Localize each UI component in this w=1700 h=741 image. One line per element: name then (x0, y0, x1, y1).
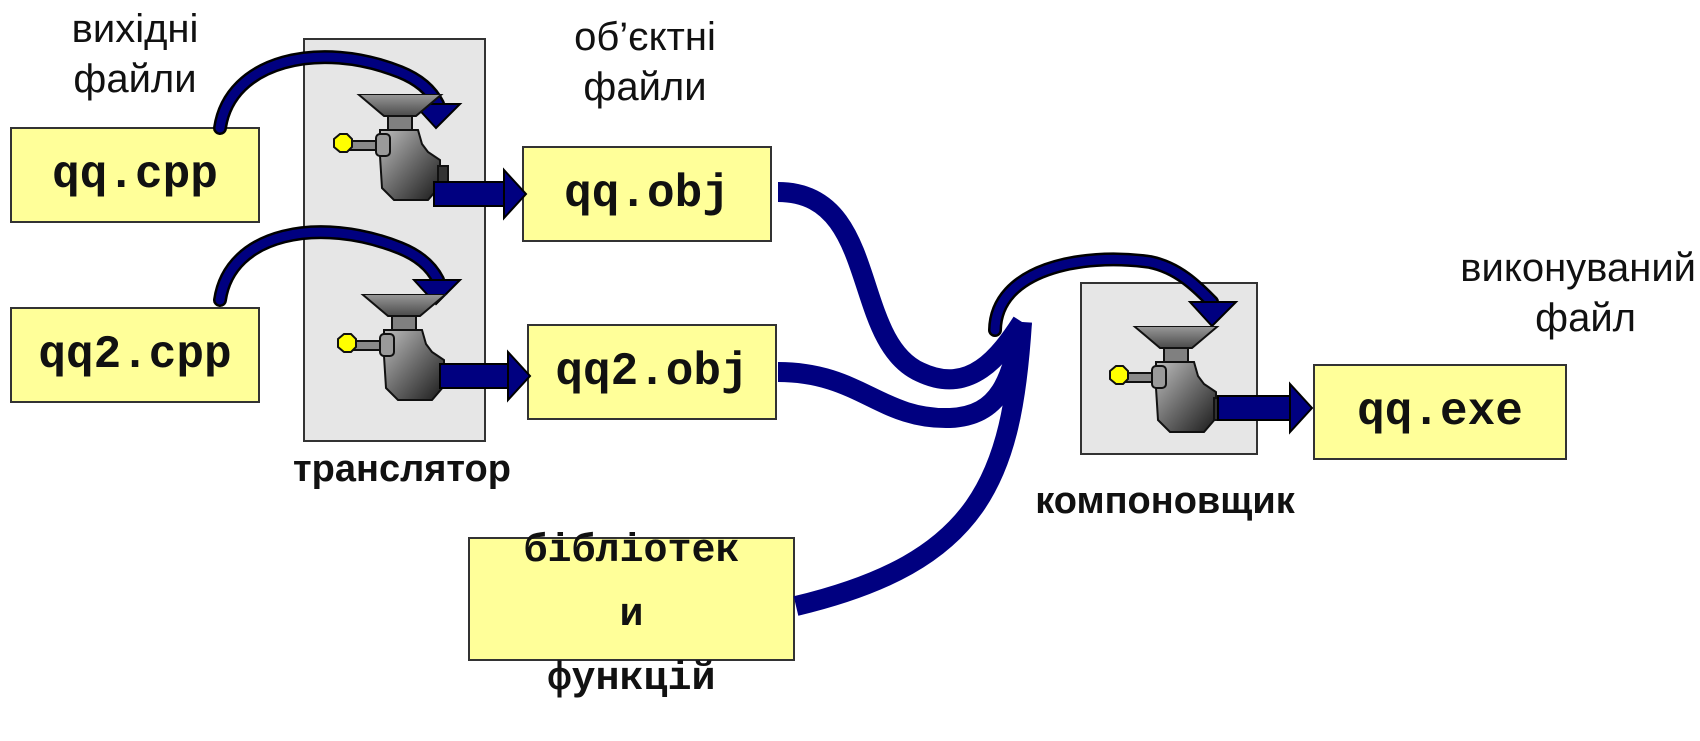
output-arrow-1 (433, 167, 528, 221)
object-files-caption-line-1: об’єктні (574, 15, 716, 59)
library-label: бібліотек и функцій (468, 520, 795, 712)
source-files-caption: вихідні файли (40, 4, 230, 104)
executable-caption-line-1: виконуваний (1460, 246, 1696, 290)
linker-caption: компоновщик (1035, 480, 1295, 522)
library-label-line-1: бібліотек (523, 529, 740, 574)
executable-file-box: qq.exe (1313, 364, 1567, 460)
translate-arrow-1 (213, 50, 463, 135)
object-file-box-2: qq2.obj (527, 324, 777, 420)
source-files-caption-line-1: вихідні (71, 7, 199, 51)
executable-caption: виконуваний файл (1298, 243, 1696, 343)
object-files-caption-line-2: файли (583, 65, 707, 109)
object-files-caption: об’єктні файли (545, 12, 745, 112)
object-file-label-1: qq.obj (564, 168, 730, 220)
source-file-label-1: qq.cpp (52, 149, 218, 201)
library-label-line-3: функцій (547, 657, 716, 702)
object-file-box-1: qq.obj (522, 146, 772, 242)
object-file-label-2: qq2.obj (555, 346, 749, 398)
translator-caption: транслятор (293, 448, 511, 490)
source-files-caption-line-2: файли (73, 57, 197, 101)
source-file-box-1: qq.cpp (10, 127, 260, 223)
source-file-label-2: qq2.cpp (38, 329, 232, 381)
library-box (468, 537, 795, 661)
source-file-box-2: qq2.cpp (10, 307, 260, 403)
translate-arrow-2 (213, 225, 463, 307)
executable-file-label: qq.exe (1357, 386, 1523, 438)
executable-caption-line-2: файл (1535, 296, 1636, 340)
output-arrow-2 (439, 349, 532, 403)
library-label-line-2: и (619, 593, 644, 638)
link-curves (777, 182, 1239, 616)
translator-grinder-icon-2 (337, 294, 453, 401)
linker-grinder-icon (1109, 326, 1225, 433)
output-arrow-exe (1217, 381, 1314, 435)
